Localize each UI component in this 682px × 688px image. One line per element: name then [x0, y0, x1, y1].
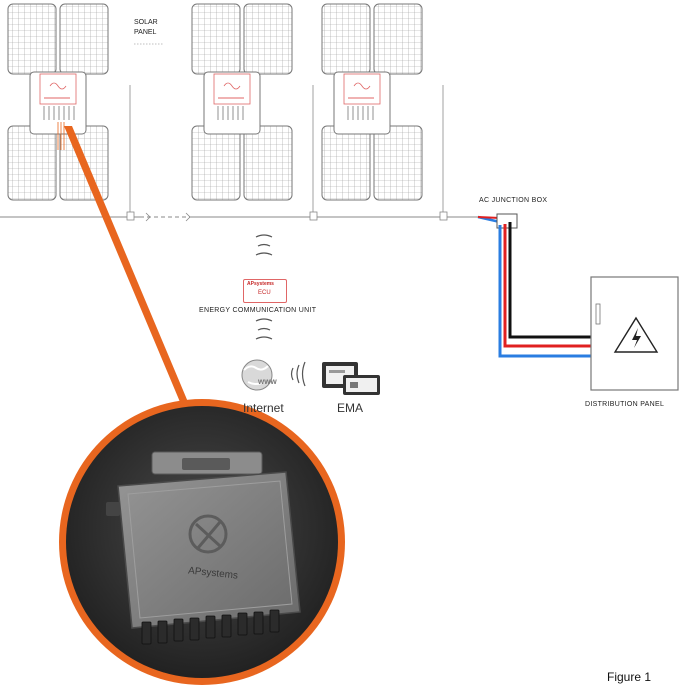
distribution-panel-label: DISTRIBUTION PANEL	[585, 401, 665, 408]
wireless-signal-icon	[255, 234, 273, 340]
energy-communication-unit-label: ENERGY COMMUNICATION UNIT	[199, 307, 317, 314]
monitor-icon	[322, 362, 380, 395]
svg-text:www: www	[257, 377, 277, 386]
electrical-cabinet-icon	[590, 276, 679, 391]
ac-trunk-cable	[0, 85, 480, 222]
high-voltage-icon	[613, 316, 659, 353]
microinverter-detail-callout	[59, 399, 345, 685]
solar-panel-icon	[191, 3, 293, 201]
ecu-device: APsystems ECU	[243, 279, 287, 303]
solar-panel-icon	[321, 3, 423, 201]
solar-panel-label-line1: SOLAR	[134, 19, 158, 26]
ac-output-wires	[498, 222, 592, 358]
ecu-label: ECU	[258, 290, 271, 296]
solar-panel-label: SOLAR PANEL	[134, 18, 158, 38]
wireless-signal-icon	[290, 361, 306, 387]
ac-junction-box	[477, 213, 518, 229]
ecu-brand: APsystems	[247, 281, 274, 287]
microinverter-icon	[203, 71, 261, 135]
callout-pointer	[64, 126, 188, 402]
globe-icon: www	[241, 359, 277, 391]
solar-panel-label-line2: PANEL	[134, 29, 157, 36]
figure-caption: Figure 1	[607, 670, 652, 684]
ema-label: EMA	[337, 401, 364, 415]
microinverter-icon	[333, 71, 391, 135]
ac-junction-box-label: AC JUNCTION BOX	[479, 197, 548, 204]
microinverter-icon	[29, 71, 87, 150]
internet-label: Internet	[243, 401, 284, 415]
